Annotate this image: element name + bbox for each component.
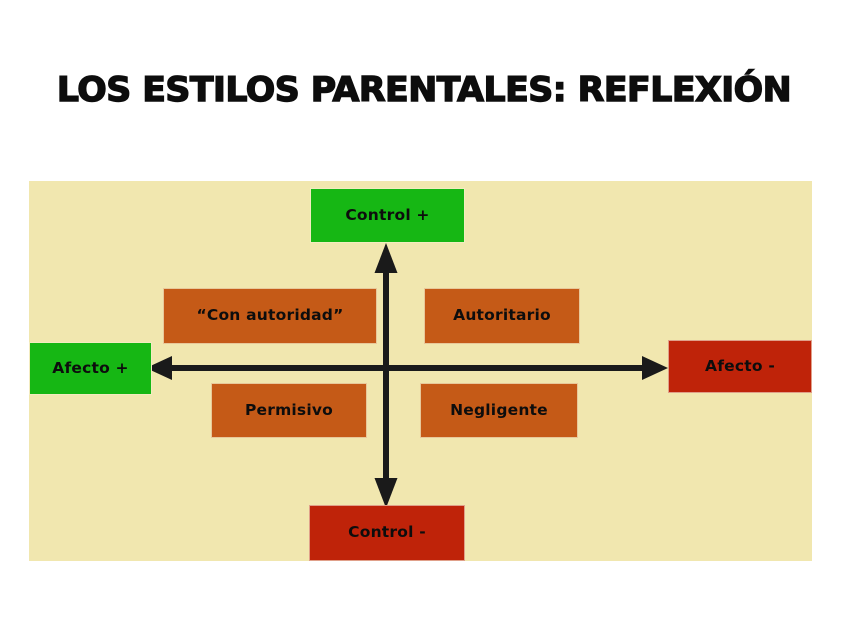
vertical-axis-arrow	[374, 243, 398, 508]
quadrant-box-permisivo[interactable]: Permisivo	[211, 383, 367, 438]
axis-label-control-negative[interactable]: Control -	[309, 505, 465, 561]
axis-label-afecto-positive[interactable]: Afecto +	[29, 342, 152, 395]
horizontal-axis-arrow	[146, 356, 668, 380]
axis-label-afecto-negative[interactable]: Afecto -	[668, 340, 812, 393]
quadrant-box-autoritario[interactable]: Autoritario	[424, 288, 580, 344]
axis-label-control-positive[interactable]: Control +	[310, 188, 465, 243]
quadrant-box-con-autoridad[interactable]: “Con autoridad”	[163, 288, 377, 344]
page-title: LOS ESTILOS PARENTALES: REFLEXIÓN	[56, 69, 792, 110]
quadrant-box-negligente[interactable]: Negligente	[420, 383, 578, 438]
